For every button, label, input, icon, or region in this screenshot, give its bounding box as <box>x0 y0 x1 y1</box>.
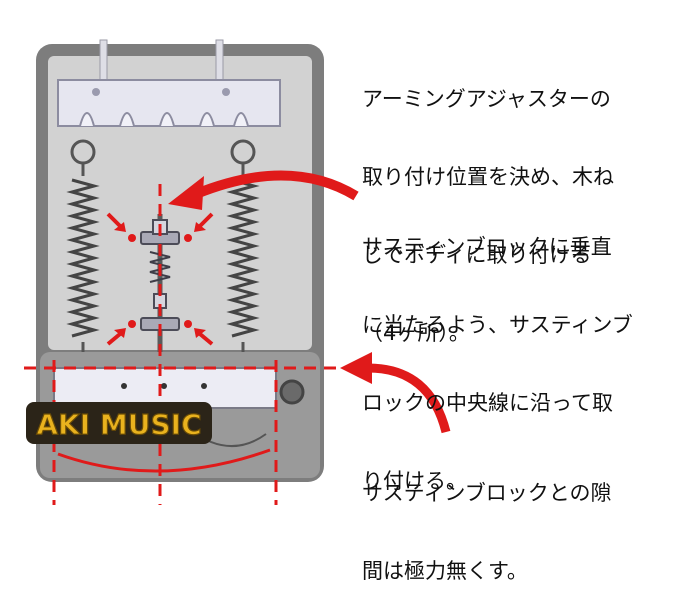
annotation-line: アーミングアジャスターの <box>362 86 614 112</box>
annotation-line: ロックの中央線に沿って取 <box>362 390 633 416</box>
annotation-line: に当たるよう、サスティンブ <box>362 312 633 338</box>
screw-point <box>184 320 192 328</box>
screw-point <box>128 234 136 242</box>
annotation-line: サスティンブロックに垂直 <box>362 234 633 260</box>
screw-point <box>184 234 192 242</box>
body-hole <box>281 381 303 403</box>
annotation-line: 間は極力無くす。 <box>362 558 611 584</box>
annotation-bottom: サスティンブロックとの隙 間は極力無くす。 <box>362 428 611 610</box>
logo-text: AKI MUSIC <box>36 408 201 441</box>
aki-music-logo: AKI MUSIC <box>24 396 214 452</box>
screw-point <box>128 320 136 328</box>
annotation-line: サスティンブロックとの隙 <box>362 480 611 506</box>
